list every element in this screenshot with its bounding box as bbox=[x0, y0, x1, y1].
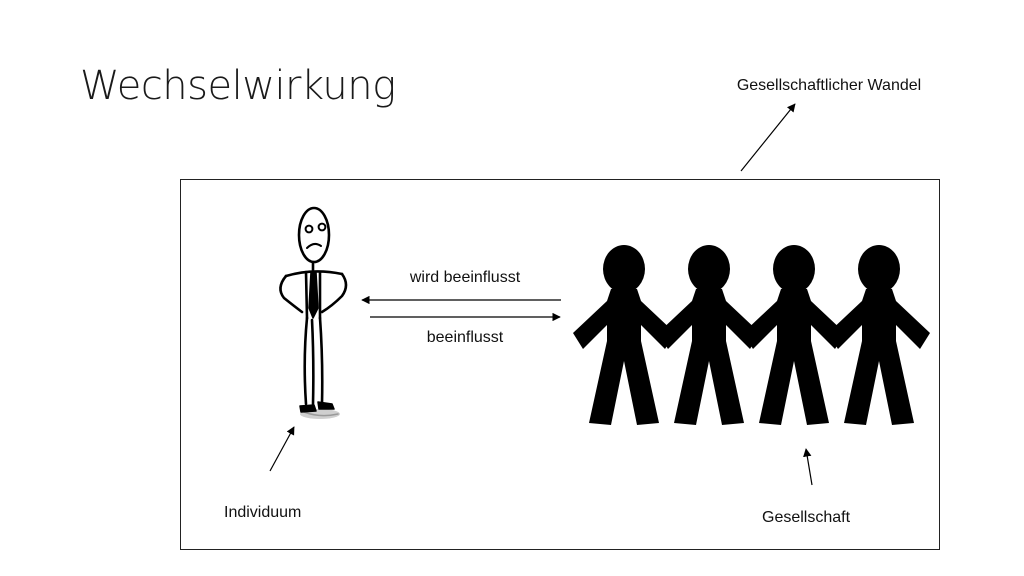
influences-label: beeinflusst bbox=[426, 329, 504, 346]
society-pointer-arrow bbox=[803, 448, 813, 486]
social-change-label: Gesellschaftlicher Wandel bbox=[736, 77, 922, 94]
society-person-4 bbox=[828, 245, 930, 425]
paper-chain-people-icon bbox=[573, 245, 930, 425]
slide-title: Wechselwirkung bbox=[80, 63, 396, 109]
individual-pointer-arrow bbox=[269, 426, 295, 472]
society-label: Gesellschaft bbox=[762, 509, 851, 526]
social-change-arrow bbox=[740, 103, 796, 172]
individual-label: Individuum bbox=[224, 504, 302, 521]
is-influenced-label: wird beeinflusst bbox=[409, 269, 521, 286]
diagram-frame bbox=[180, 179, 940, 550]
stick-figure-icon bbox=[279, 206, 348, 419]
